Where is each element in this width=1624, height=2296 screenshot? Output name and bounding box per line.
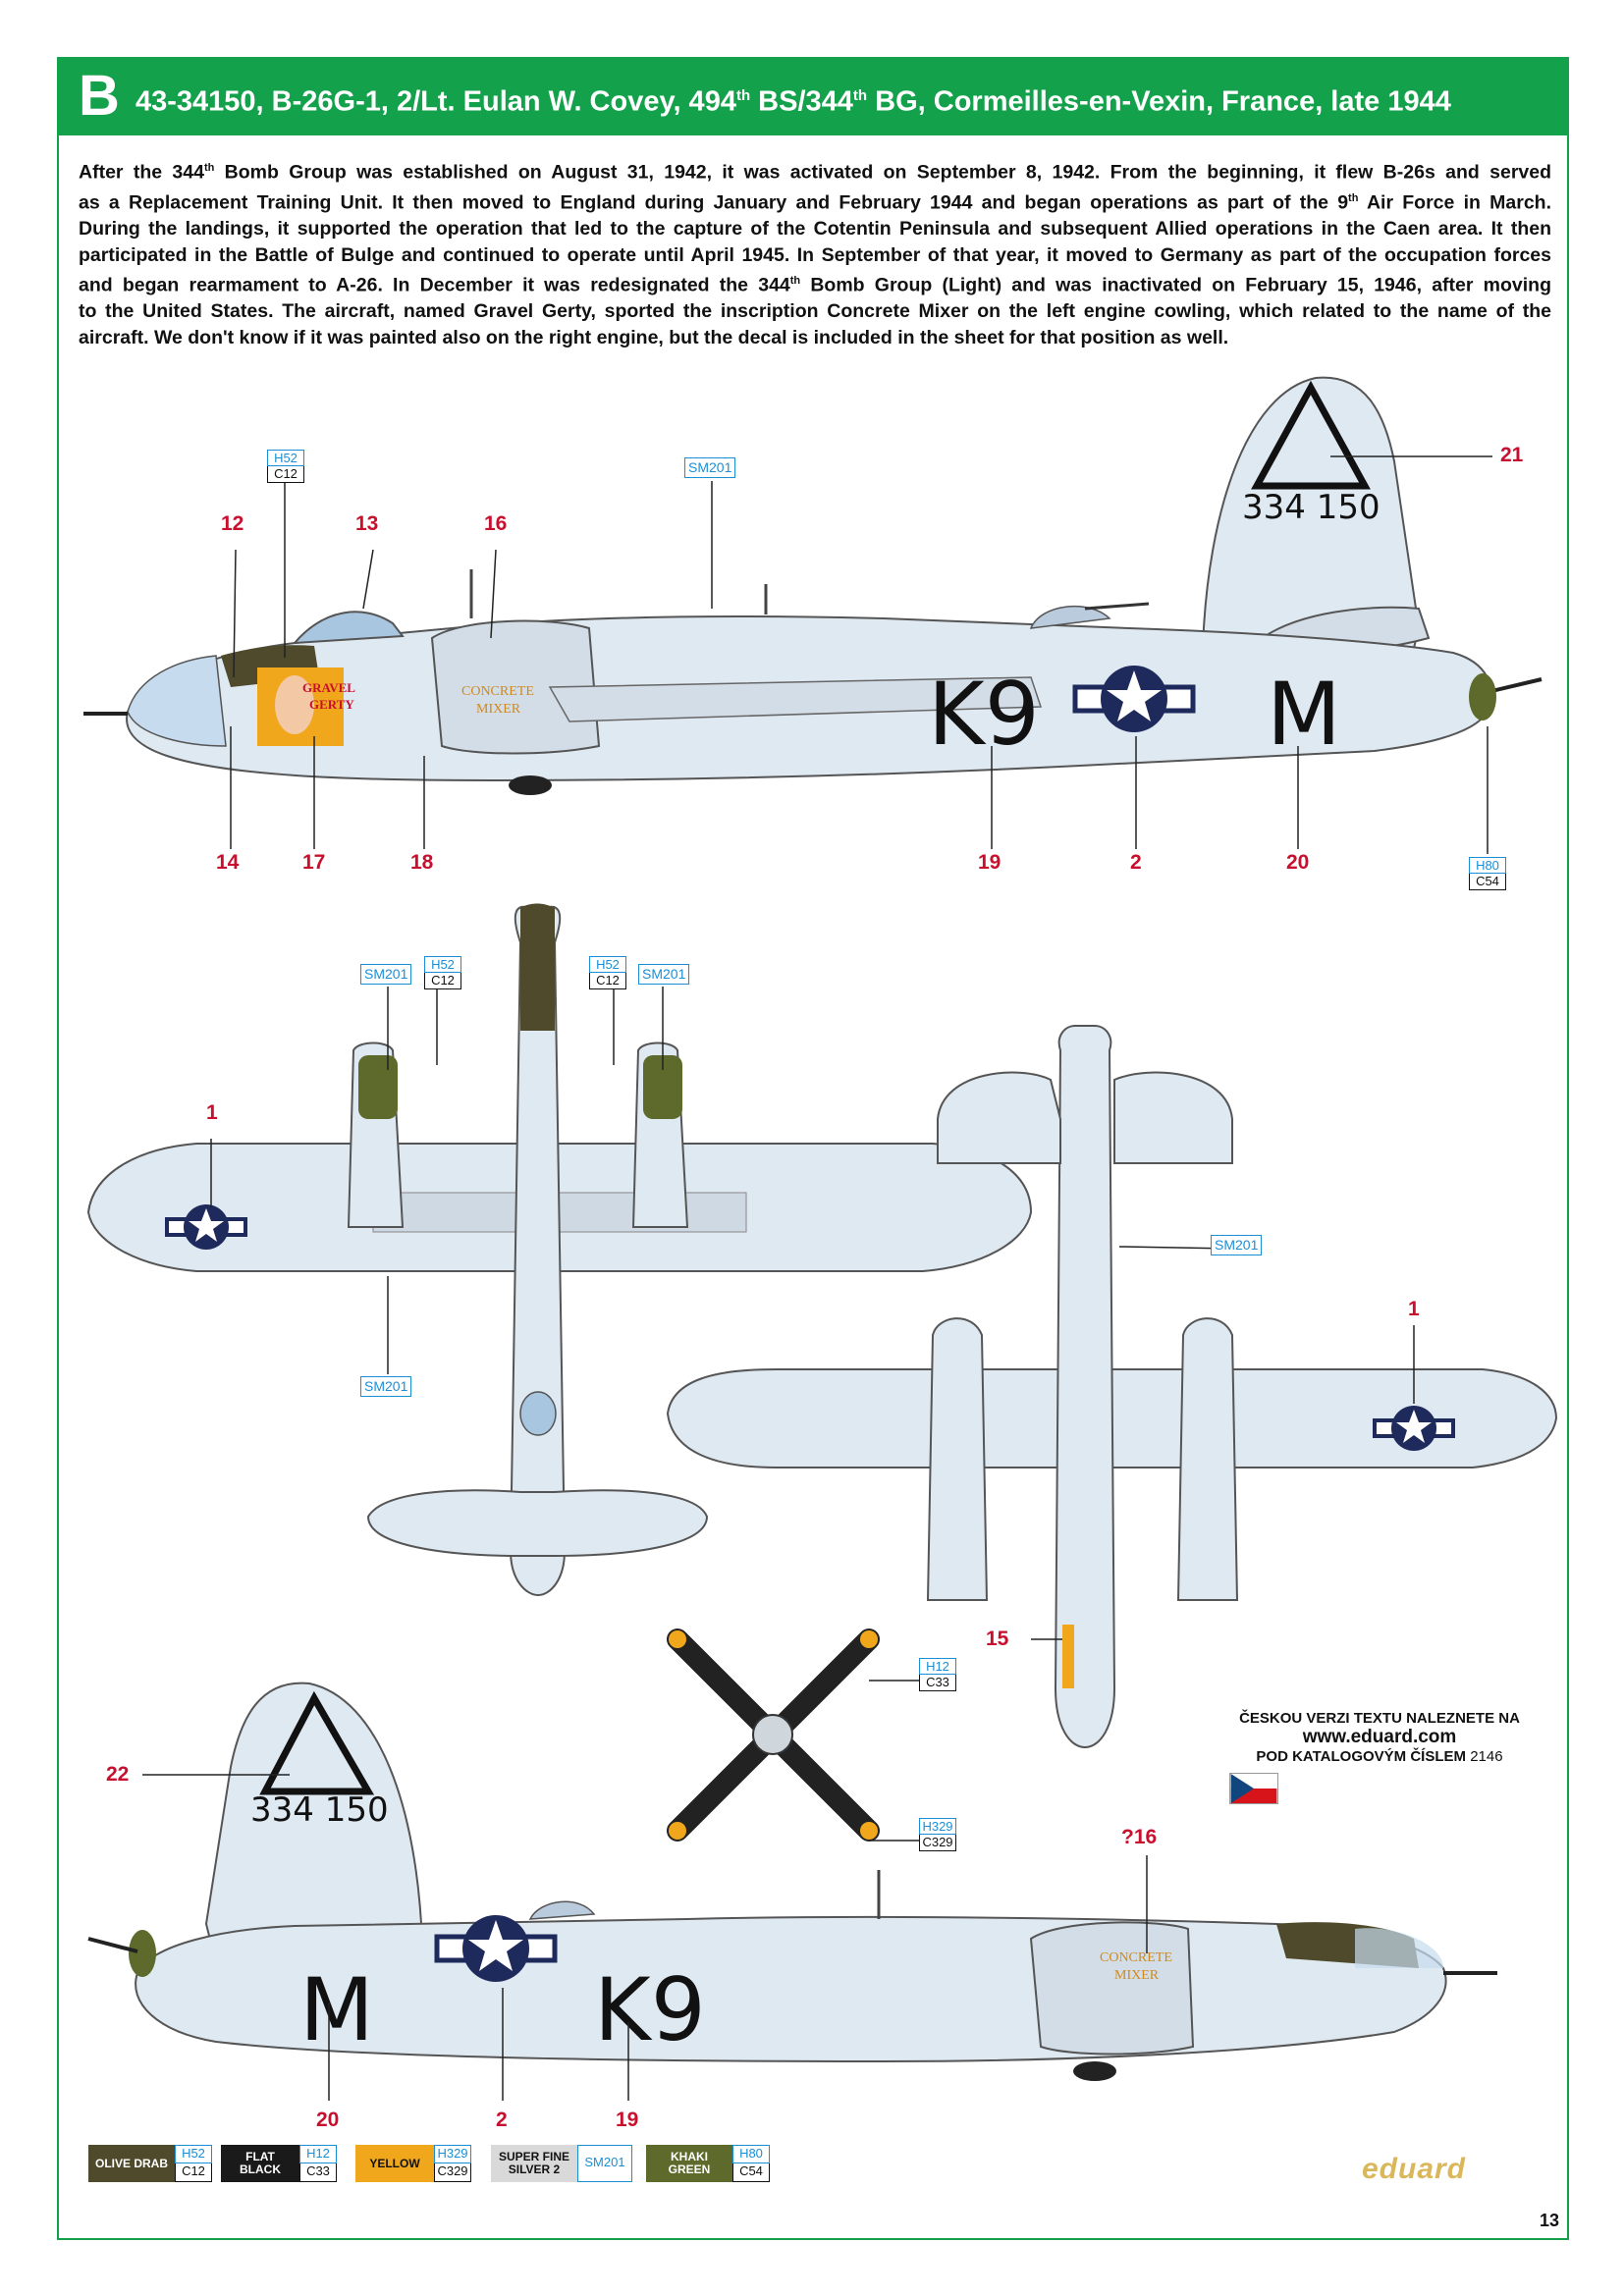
legend-super-fine-silver: SUPER FINE SILVER 2 SM201 xyxy=(491,2145,632,2182)
tail-code-right: 334 150 xyxy=(250,1790,389,1830)
nose-art-text: GRAVEL xyxy=(302,680,355,695)
callout-18: 18 xyxy=(410,851,434,874)
czech-version-note: ČESKOU VERZI TEXTU NALEZNETE NA www.edua… xyxy=(1218,1710,1542,1765)
description-line: After the 344th Bomb Group was establish… xyxy=(79,161,1552,184)
svg-text:MIXER: MIXER xyxy=(1114,1968,1160,1983)
callout-1-bottom: 1 xyxy=(1408,1298,1420,1320)
profile-title: 43-34150, B-26G-1, 2/Lt. Eulan W. Covey,… xyxy=(135,85,1451,118)
right-side-profile: 334 150 CONCRETE MIXER M K9 xyxy=(87,1682,1497,2081)
description-line: aircraft. We don't know if it was painte… xyxy=(79,326,1229,348)
top-view xyxy=(86,903,1033,1597)
profile-letter: B xyxy=(79,64,120,128)
callout-16: 16 xyxy=(484,512,508,535)
tail-code: 334 150 xyxy=(1242,488,1380,527)
callout-20: 20 xyxy=(1286,851,1310,874)
description-line: participated in the Battle of Bulge and … xyxy=(79,243,1551,266)
left-side-profile: GRAVEL GERTY CONCRETE MIXER 334 150 K9 M xyxy=(83,376,1543,795)
paint-code-sm201: SM201 xyxy=(1211,1235,1263,1255)
fuselage-code-right: K9 xyxy=(594,1959,706,2060)
description-line: as a Replacement Training Unit. It then … xyxy=(79,191,1551,214)
paint-code-sm201: SM201 xyxy=(638,964,690,985)
individual-letter: M xyxy=(1267,664,1341,765)
description-line: to the United States. The aircraft, name… xyxy=(79,300,1551,322)
header-bar xyxy=(57,57,1569,135)
fuselage-code: K9 xyxy=(928,664,1040,765)
cowling-text-right: CONCRETE xyxy=(1100,1950,1172,1965)
callout-21: 21 xyxy=(1500,444,1524,466)
callout-17: 17 xyxy=(302,851,326,874)
callout-19-right: 19 xyxy=(616,2109,639,2131)
page-number: 13 xyxy=(1540,2211,1560,2230)
callout-1-top: 1 xyxy=(206,1101,218,1124)
paint-code-sm201: SM201 xyxy=(360,964,412,985)
svg-text:MIXER: MIXER xyxy=(476,702,521,717)
description-line: and began rearmament to A-26. In Decembe… xyxy=(79,274,1551,296)
eduard-logo: eduard xyxy=(1361,2153,1467,2185)
callout-2-right: 2 xyxy=(496,2109,508,2131)
website-link[interactable]: www.eduard.com xyxy=(1302,1727,1457,1747)
czech-flag-icon xyxy=(1229,1773,1278,1804)
description-line: During the landings, it supported the op… xyxy=(79,218,1551,240)
callout-16-right: ?16 xyxy=(1121,1826,1158,1848)
cowling-text: CONCRETE xyxy=(461,684,534,699)
callout-12: 12 xyxy=(221,512,244,535)
paint-code-sm201: SM201 xyxy=(360,1376,412,1397)
individual-letter-right: M xyxy=(299,1959,374,2060)
paint-code-sm201: SM201 xyxy=(684,457,736,478)
callout-22: 22 xyxy=(106,1763,130,1786)
callout-15: 15 xyxy=(986,1628,1009,1650)
callout-19: 19 xyxy=(978,851,1001,874)
callout-20-right: 20 xyxy=(316,2109,340,2131)
bottom-view xyxy=(666,1025,1558,1749)
callout-14: 14 xyxy=(216,851,240,874)
leader-lines xyxy=(142,455,1492,2101)
callout-13: 13 xyxy=(355,512,379,535)
callout-2: 2 xyxy=(1130,851,1142,874)
history-description: After the 344th Bomb Group was establish… xyxy=(79,155,1551,350)
svg-text:GERTY: GERTY xyxy=(309,697,354,712)
propeller xyxy=(667,1629,880,1842)
